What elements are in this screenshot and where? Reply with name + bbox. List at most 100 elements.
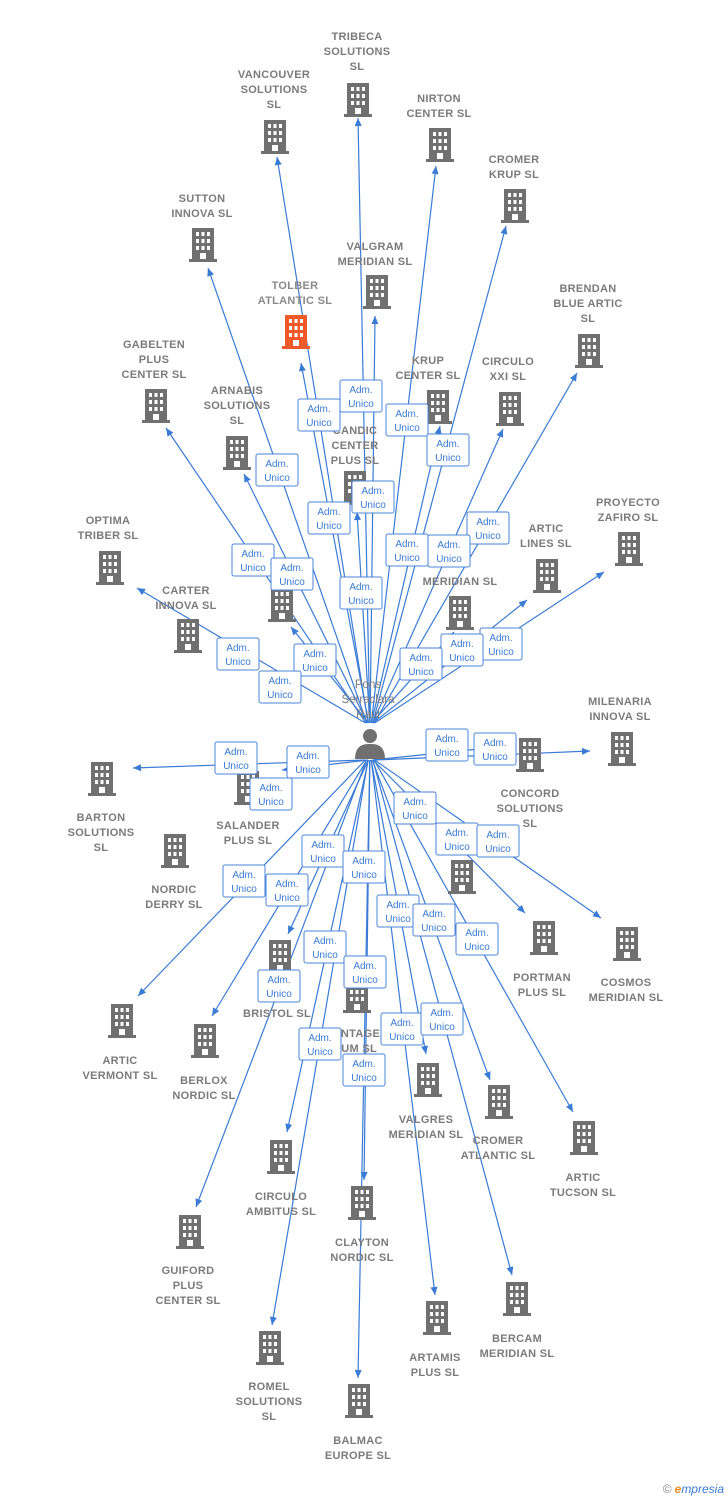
role-badge-text: Adm. (435, 734, 458, 745)
company-node-meridian-hidden[interactable]: MERIDIAN SL (423, 576, 498, 630)
role-badge-text: Adm. (386, 900, 409, 911)
arrowhead-valgres (421, 1045, 428, 1054)
role-badge-text: Unico (435, 453, 461, 464)
building-icon (261, 120, 289, 154)
arrowhead-berlox (212, 1007, 220, 1016)
building-icon (268, 588, 296, 622)
role-badge-text: Adm. (395, 539, 418, 550)
role-badge-brendan: Adm.Unico (466, 511, 510, 545)
role-badge-frame (307, 501, 351, 535)
company-name-line: BERLOX (180, 1075, 228, 1087)
building-icon (256, 1331, 284, 1365)
role-badge-text: Adm. (275, 879, 298, 890)
arrowhead-bristol (288, 925, 295, 934)
building-icon (503, 1282, 531, 1316)
role-badge-text: Adm. (450, 639, 473, 650)
company-name-line: SOLUTIONS (497, 803, 564, 815)
role-badge-text: Unico (307, 1047, 333, 1058)
company-name-line: MERIDIAN SL (480, 1348, 555, 1360)
role-badge-text: Unico (485, 844, 511, 855)
building-icon (189, 228, 217, 262)
company-name-line: KRUP SL (489, 169, 539, 181)
company-name-line: PORTMAN (513, 972, 571, 984)
edge-krup (370, 425, 441, 724)
role-badge-berlox: Adm.Unico (265, 873, 309, 907)
company-name-line: SL (267, 99, 282, 111)
role-badge-nordic-derry: Adm.Unico (249, 777, 293, 811)
role-badge-frame (257, 969, 301, 1003)
company-node-bristol[interactable]: BRISTOL SL (243, 940, 311, 1020)
brand-logo[interactable]: empresia (674, 1482, 724, 1496)
building-icon (615, 532, 643, 566)
company-node-nanix[interactable] (448, 860, 476, 894)
role-badge-text: Unico (295, 765, 321, 776)
role-badge-text: Unico (231, 884, 257, 895)
role-badge-sutton: Adm.Unico (255, 453, 299, 487)
edge-nirton (370, 165, 437, 724)
role-badge-text: Unico (267, 690, 293, 701)
company-name-line: NIRTON (417, 93, 461, 105)
company-name-line: SOLUTIONS (241, 84, 308, 96)
role-badge-frame (425, 728, 469, 762)
company-name-line: TUCSON SL (550, 1187, 616, 1199)
company-name-line: VINTAGE (330, 1028, 380, 1040)
role-badge-text: Adm. (437, 540, 460, 551)
role-badge-frame (342, 850, 386, 884)
company-name-line: INNOVA SL (171, 208, 232, 220)
company-name-line: GABELTEN (123, 339, 185, 351)
role-badge-text: Adm. (352, 1059, 375, 1070)
role-badge-text: Unico (464, 942, 490, 953)
role-badge-tribeca: Adm.Unico (339, 379, 383, 413)
company-name-line: BLUE ARTIC (553, 298, 622, 310)
role-badge-frame (270, 557, 314, 591)
company-name-line: RUM SL (333, 1043, 377, 1055)
role-badge-valgram: Adm.Unico (351, 480, 395, 514)
company-name-line: INNOVA SL (155, 600, 216, 612)
role-badge-text: Adm. (395, 409, 418, 420)
company-node-vintage[interactable]: VINTAGE RUM SL (330, 979, 380, 1055)
role-badge-text: Unico (389, 1032, 415, 1043)
role-badge-text: Adm. (476, 517, 499, 528)
footer-credit: ©empresia (663, 1482, 724, 1496)
company-node-hidden-left[interactable] (268, 588, 296, 622)
role-badge-bristol: Adm.Unico (301, 834, 345, 868)
